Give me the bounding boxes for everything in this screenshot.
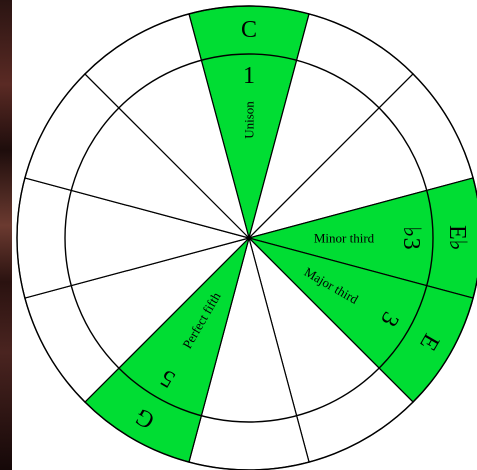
interval-label: Unison (242, 101, 257, 139)
interval-label: Minor third (314, 231, 375, 246)
degree-label: ♭3 (398, 226, 424, 249)
note-label: E♭ (444, 225, 470, 251)
note-label: C (241, 17, 257, 43)
degree-label: 1 (243, 63, 255, 89)
